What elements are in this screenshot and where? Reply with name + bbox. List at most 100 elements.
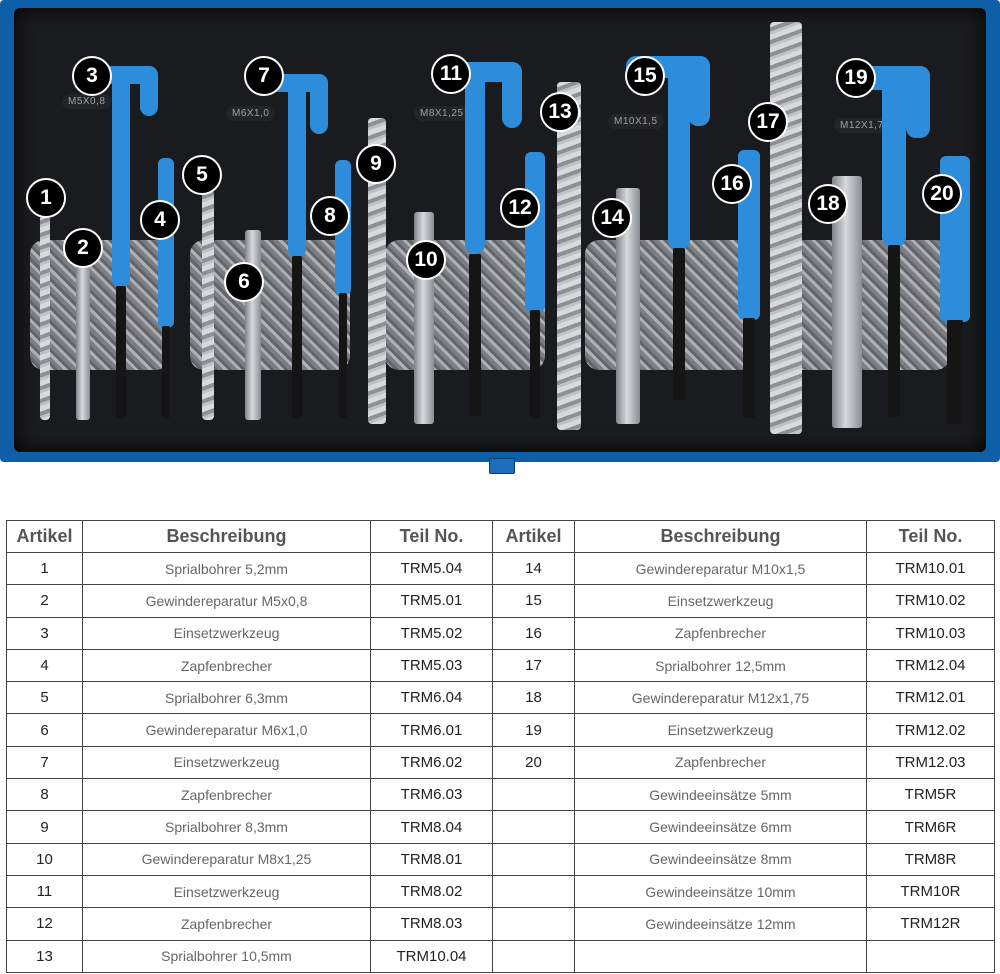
- beschreibung-cell: [574, 939, 867, 973]
- teil-no-cell: TRM5R: [866, 778, 995, 812]
- beschreibung-cell: Gewindeeinsätze 8mm: [574, 842, 867, 876]
- insertion-tool-m8-handle: [465, 64, 485, 254]
- callout-17: 17: [748, 102, 788, 142]
- teil-no-cell: TRM5.02: [370, 616, 493, 650]
- insertion-tool-m5-shaft: [116, 286, 126, 418]
- teil-no-cell: TRM6.04: [370, 681, 493, 715]
- teil-no-cell: TRM12.03: [866, 745, 995, 780]
- beschreibung-cell: Gewindereparatur M10x1,5: [574, 551, 867, 586]
- tang-breaker-m8: [525, 152, 545, 312]
- beschreibung-cell: Einsetzwerkzeug: [82, 874, 371, 909]
- beschreibung-cell: Einsetzwerkzeug: [574, 584, 867, 618]
- artikel-cell: 13: [6, 939, 83, 973]
- beschreibung-cell: Zapfenbrecher: [82, 648, 371, 683]
- teil-no-cell: TRM8.03: [370, 907, 493, 941]
- teil-no-cell: [866, 939, 995, 973]
- insertion-tool-m5-drop: [140, 66, 158, 116]
- callout-13: 13: [540, 92, 580, 132]
- tang-breaker-m12-pin: [947, 320, 963, 424]
- size-label-m6: M6X1,0: [226, 106, 276, 121]
- callout-14: 14: [592, 198, 632, 238]
- header-teil-no: Teil No.: [370, 520, 493, 553]
- insertion-tool-m5-handle: [112, 68, 130, 288]
- artikel-cell: 1: [6, 551, 83, 586]
- teil-no-cell: TRM10.01: [866, 551, 995, 586]
- tang-breaker-m6-pin: [339, 293, 347, 418]
- size-label-m8: M8X1,25: [414, 106, 470, 121]
- insertion-tool-m6-handle: [288, 78, 306, 258]
- header-teil-no: Teil No.: [866, 520, 995, 553]
- thread-inserts-bag-m5: [30, 240, 170, 370]
- artikel-cell: [492, 874, 575, 909]
- artikel-cell: [492, 939, 575, 973]
- artikel-cell: 18: [492, 681, 575, 715]
- teil-no-cell: TRM6.02: [370, 745, 493, 780]
- insertion-tool-m12-drop: [906, 66, 930, 138]
- twist-drill-5-2mm: [40, 215, 50, 420]
- header-beschreibung: Beschreibung: [82, 520, 371, 553]
- beschreibung-cell: Gewindereparatur M12x1,75: [574, 681, 867, 715]
- size-label-m10: M10X1,5: [608, 114, 664, 129]
- twist-drill-10-5mm: [557, 82, 581, 430]
- beschreibung-cell: Sprialbohrer 8,3mm: [82, 810, 371, 844]
- thread-inserts-bag-m12: [780, 240, 950, 370]
- callout-8: 8: [310, 196, 350, 236]
- artikel-cell: 15: [492, 584, 575, 618]
- teil-no-cell: TRM10.04: [370, 939, 493, 973]
- artikel-cell: 4: [6, 648, 83, 683]
- artikel-cell: 8: [6, 778, 83, 812]
- teil-no-cell: TRM6.01: [370, 713, 493, 747]
- tang-breaker-m5: [158, 158, 174, 328]
- thread-inserts-bag-m10: [585, 240, 755, 370]
- beschreibung-cell: Gewindeeinsätze 10mm: [574, 874, 867, 909]
- teil-no-cell: TRM5.04: [370, 551, 493, 586]
- artikel-cell: 16: [492, 616, 575, 650]
- beschreibung-cell: Zapfenbrecher: [82, 907, 371, 941]
- size-label-m5: M5X0,8: [62, 94, 112, 109]
- insertion-tool-m6-shaft: [292, 256, 302, 418]
- thread-tap-m6: [245, 230, 261, 420]
- parts-table: Artikel Beschreibung Teil No. Artikel Be…: [6, 520, 995, 973]
- callout-20: 20: [922, 174, 962, 214]
- callout-6: 6: [224, 262, 264, 302]
- thread-inserts-bag-m6: [190, 240, 350, 370]
- teil-no-cell: TRM8R: [866, 842, 995, 876]
- artikel-cell: 2: [6, 584, 83, 618]
- case-latch: [489, 458, 515, 474]
- artikel-cell: 19: [492, 713, 575, 747]
- insertion-tool-m8-shaft: [469, 254, 481, 416]
- artikel-cell: 6: [6, 713, 83, 747]
- tool-case-photo: M5X0,8 M6X1,0 M8X1,25 M10X1,5 M12X1,75 1…: [0, 0, 1000, 474]
- twist-drill-12-5mm: [770, 22, 802, 434]
- artikel-cell: 20: [492, 745, 575, 780]
- callout-18: 18: [808, 184, 848, 224]
- thread-tap-m5: [76, 245, 90, 420]
- teil-no-cell: TRM12.01: [866, 681, 995, 715]
- callout-19: 19: [836, 58, 876, 98]
- insertion-tool-m10-shaft: [673, 248, 685, 400]
- callout-5: 5: [182, 155, 222, 195]
- beschreibung-cell: Einsetzwerkzeug: [82, 616, 371, 650]
- beschreibung-cell: Gewindereparatur M5x0,8: [82, 584, 371, 618]
- callout-3: 3: [72, 56, 112, 96]
- teil-no-cell: TRM10R: [866, 874, 995, 909]
- twist-drill-6-3mm: [202, 190, 214, 420]
- teil-no-cell: TRM10.03: [866, 616, 995, 650]
- insertion-tool-m12-handle: [882, 72, 906, 247]
- teil-no-cell: TRM8.02: [370, 874, 493, 909]
- teil-no-cell: TRM6.03: [370, 778, 493, 812]
- artikel-cell: 9: [6, 810, 83, 844]
- artikel-cell: [492, 842, 575, 876]
